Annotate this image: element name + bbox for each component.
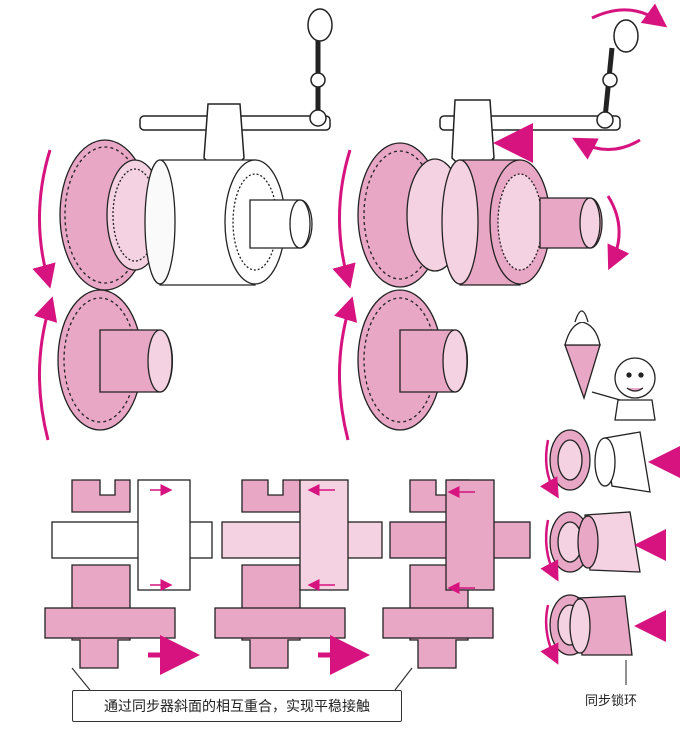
gear-icon xyxy=(57,289,174,431)
shift-lever-icon xyxy=(139,8,333,171)
rotation-arrow-icon xyxy=(540,439,559,665)
caption-box: 通过同步器斜面的相互重合，实现平稳接触 xyxy=(72,690,402,722)
cross-section-1 xyxy=(44,479,213,669)
gear-icon xyxy=(357,289,469,431)
rotation-arrow-icon xyxy=(32,149,58,441)
rotation-arrow-icon xyxy=(332,3,668,441)
cone-ring-icon xyxy=(549,511,666,573)
top-left-assembly xyxy=(32,8,333,441)
cone-ring-icon xyxy=(549,429,680,493)
shift-lever-icon xyxy=(439,19,639,171)
cross-section-3 xyxy=(382,479,531,669)
cone-ring-group xyxy=(540,429,680,685)
cone-ring-icon xyxy=(549,594,666,685)
ring-label: 同步锁环 xyxy=(585,694,638,709)
sleeve-cylinder xyxy=(441,159,603,286)
cross-section-2 xyxy=(214,479,383,669)
top-right-assembly xyxy=(332,3,668,441)
caption-callout-lines xyxy=(71,667,413,691)
sleeve-cylinder xyxy=(144,159,313,286)
caption-text: 通过同步器斜面的相互重合，实现平稳接触 xyxy=(104,699,370,715)
person-icon xyxy=(591,357,656,421)
ice-cream-cone-icon xyxy=(564,310,601,401)
